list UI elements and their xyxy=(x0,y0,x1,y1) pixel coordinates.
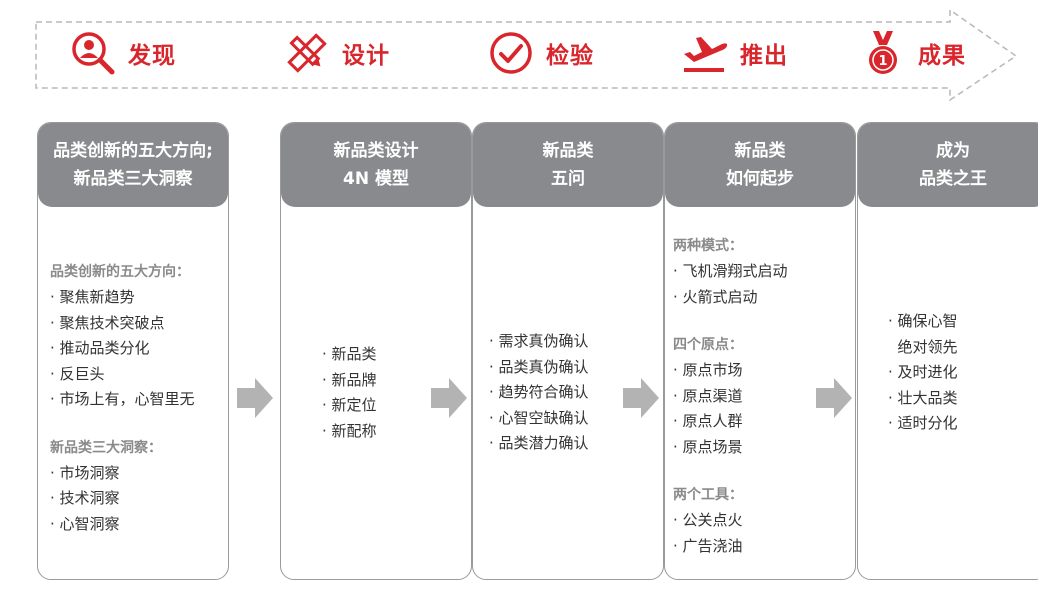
stage-design: 设计 xyxy=(282,28,390,78)
card-title-line: 成为 xyxy=(936,141,970,161)
card-verify: 新品类 五问 · 需求真伪确认 · 品类真伪确认 · 趋势符合确认 · 心智空缺… xyxy=(472,122,664,580)
list-item: · 新品类 xyxy=(322,345,377,363)
card-title-line: 如何起步 xyxy=(726,169,794,189)
card-title-line: 品类创新的五大方向; xyxy=(53,141,213,161)
list-item: · 新品牌 xyxy=(322,370,377,389)
stage-label: 推出 xyxy=(740,43,788,69)
stage-label: 设计 xyxy=(342,43,390,69)
list-item: · 确保心智 xyxy=(888,312,958,331)
spacer xyxy=(673,310,855,332)
list-item: · 技术洞察 xyxy=(50,489,120,507)
group-title: 品类创新的五大方向： xyxy=(50,264,190,280)
list-item: · 聚焦新趋势 xyxy=(50,288,135,306)
medal-icon: 1 xyxy=(858,28,908,78)
group-title: 四个原点： xyxy=(673,337,743,353)
card-title-line: 新品类设计 xyxy=(333,141,419,161)
list-item: · 品类真伪确认 xyxy=(489,357,589,376)
card-header: 成为 品类之王 xyxy=(858,123,1038,207)
card-title-line: 五问 xyxy=(551,169,585,189)
stage-discover: 发现 xyxy=(68,28,176,78)
card-body: · 新品类 · 新品牌 · 新定位 · 新配称 xyxy=(281,207,471,579)
flow-arrow-icon xyxy=(816,378,852,418)
list-item: · 需求真伪确认 xyxy=(489,332,589,351)
check-circle-icon xyxy=(486,28,536,78)
card-body: · 确保心智 绝对领先 · 及时进化 · 壮大品类 · 适时分化 xyxy=(858,207,1038,579)
flow-arrow-icon xyxy=(623,378,659,418)
list-item: 绝对领先 xyxy=(888,337,958,356)
svg-text:1: 1 xyxy=(878,54,887,69)
group-title: 新品类三大洞察： xyxy=(50,439,162,456)
magnifier-person-icon xyxy=(68,28,118,78)
card-launch: 新品类 如何起步 两种模式： · 飞机滑翔式启动 · 火箭式启动 四个原点： ·… xyxy=(664,122,856,580)
list-item: · 反巨头 xyxy=(50,364,105,383)
list-item: · 趋势符合确认 xyxy=(489,383,589,402)
list-item: · 火箭式启动 xyxy=(673,287,758,306)
flow-arrow-icon xyxy=(237,378,273,418)
list-item: · 心智洞察 xyxy=(50,514,120,533)
list-item: · 适时分化 xyxy=(888,414,958,433)
stage-verify: 检验 xyxy=(486,28,594,78)
stage-label: 成果 xyxy=(918,43,966,69)
stage-launch: 推出 xyxy=(680,28,788,78)
group-title: 两种模式： xyxy=(673,238,743,254)
list-item: · 心智空缺确认 xyxy=(489,408,589,427)
card-header: 新品类设计 4N 模型 xyxy=(281,123,471,207)
card-body: 品类创新的五大方向： · 聚焦新趋势 · 聚焦技术突破点 · 推动品类分化 · … xyxy=(38,207,228,579)
list-item: · 壮大品类 xyxy=(888,388,958,407)
card-body: · 需求真伪确认 · 品类真伪确认 · 趋势符合确认 · 心智空缺确认 · 品类… xyxy=(473,207,663,579)
dashed-arrow-outline xyxy=(35,8,1018,102)
list-item: · 市场洞察 xyxy=(50,463,120,482)
flow-arrow-icon xyxy=(431,378,467,418)
card-header: 品类创新的五大方向; 新品类三大洞察 xyxy=(38,123,228,207)
card-body: 两种模式： · 飞机滑翔式启动 · 火箭式启动 四个原点： · 原点市场 · 原… xyxy=(665,207,855,579)
airplane-takeoff-icon xyxy=(680,28,730,78)
stage-label: 检验 xyxy=(546,43,594,69)
list-item: · 市场上有，心智里无 xyxy=(50,390,195,408)
card-header: 新品类 五问 xyxy=(473,123,663,207)
card-title-line: 4N 模型 xyxy=(343,169,409,189)
list-item: · 原点场景 xyxy=(673,437,743,456)
stage-result: 1 成果 xyxy=(858,28,966,78)
list-item: · 新定位 xyxy=(322,396,377,414)
list-item: · 及时进化 xyxy=(888,363,958,382)
card-title-line: 新品类三大洞察 xyxy=(73,169,193,189)
spacer xyxy=(673,460,855,482)
card-header: 新品类 如何起步 xyxy=(665,123,855,207)
list-item: · 广告浇油 xyxy=(673,536,743,555)
card-title-line: 新品类 xyxy=(734,141,786,161)
ruler-pencil-icon xyxy=(282,28,332,78)
list-item: · 飞机滑翔式启动 xyxy=(673,262,788,280)
list-item: · 推动品类分化 xyxy=(50,339,150,357)
stage-label: 发现 xyxy=(128,43,176,69)
card-design: 新品类设计 4N 模型 · 新品类 · 新品牌 · 新定位 · 新配称 xyxy=(280,122,472,580)
list-item: · 原点市场 xyxy=(673,361,743,379)
card-result: 成为 品类之王 · 确保心智 绝对领先 · 及时进化 · 壮大品类 · 适时分化 xyxy=(857,122,1038,580)
list-item: · 原点人群 xyxy=(673,412,743,430)
list-item: · 新配称 xyxy=(322,421,377,440)
list-item: · 公关点火 xyxy=(673,511,743,529)
list-item: · 原点渠道 xyxy=(673,386,743,405)
list-item: · 品类潜力确认 xyxy=(489,434,589,453)
list-item: · 聚焦技术突破点 xyxy=(50,313,165,332)
group-title: 两个工具： xyxy=(673,487,743,503)
card-discover: 品类创新的五大方向; 新品类三大洞察 品类创新的五大方向： · 聚焦新趋势 · … xyxy=(37,122,229,580)
process-banner: 发现 设计 检验 推 xyxy=(0,0,1038,110)
spacer xyxy=(50,413,228,435)
card-title-line: 新品类 xyxy=(542,141,594,161)
card-title-line: 品类之王 xyxy=(919,169,987,189)
